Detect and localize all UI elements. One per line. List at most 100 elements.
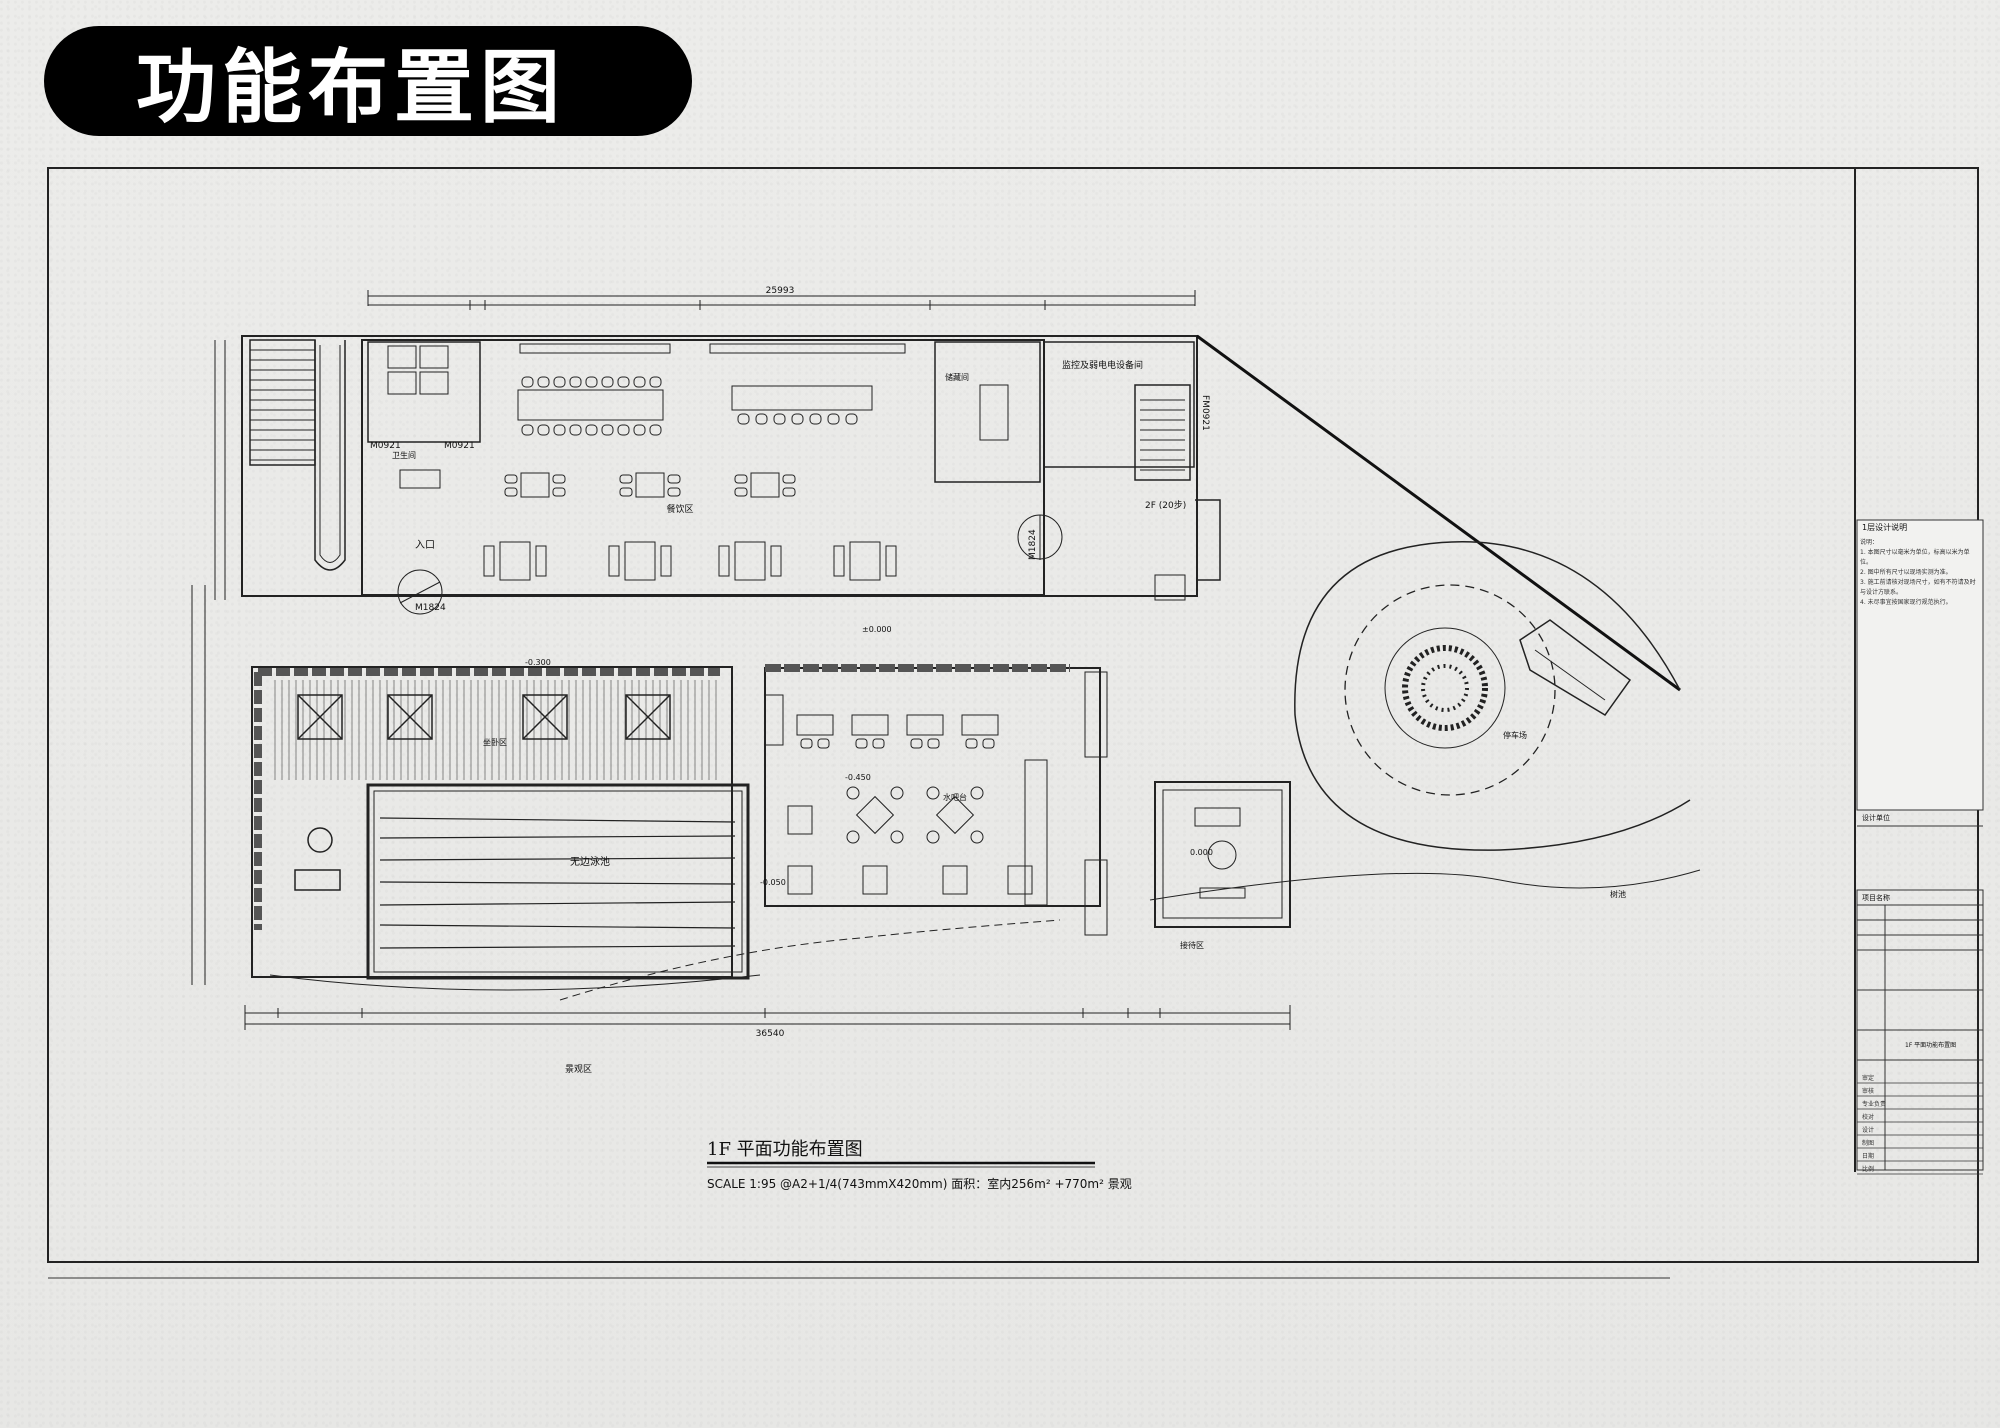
umbrella (387, 694, 433, 740)
chair (521, 424, 534, 436)
chair (585, 424, 598, 436)
notes-title: 1层设计说明 (1862, 522, 1907, 532)
cafe-table (787, 865, 813, 895)
parking-roundabout (1149, 541, 1701, 901)
notes-body: 说明： 1. 本图尺寸以毫米为单位，标高以米为单位。 2. 图中所有尺寸以现场实… (1860, 539, 1976, 606)
chair (773, 413, 786, 425)
chair (737, 413, 750, 425)
label-restroom: 卫生间 (392, 450, 416, 460)
cafe-table (906, 714, 944, 736)
booth-seat (718, 545, 730, 577)
chair (734, 487, 748, 497)
chair (537, 376, 550, 388)
label-dining-area: 餐饮区 (666, 503, 693, 515)
project-label: 项目名称 (1862, 893, 1890, 902)
chair (755, 413, 768, 425)
chair (617, 424, 630, 436)
chair (855, 738, 868, 749)
dining-table (750, 472, 780, 498)
chair (827, 413, 840, 425)
chair (537, 424, 550, 436)
chair (569, 424, 582, 436)
door-tag: M1824 (415, 603, 446, 613)
title-block-row-label: 专业负责 (1862, 1100, 1886, 1108)
chair (846, 786, 860, 800)
bottom-dimension-line (244, 1005, 1291, 1030)
booth-table (849, 541, 881, 581)
chair (734, 474, 748, 484)
cafe-table (851, 714, 889, 736)
chair (926, 786, 940, 800)
umbrella-rib (522, 694, 568, 740)
chair (872, 738, 885, 749)
chair (782, 487, 796, 497)
title-block-row-label: 日期 (1862, 1152, 1874, 1160)
plan-title: 1F 平面功能布置图 (707, 1139, 863, 1160)
chair (504, 474, 518, 484)
umbrella-rib (387, 694, 433, 740)
chair (910, 738, 923, 749)
dining-table (520, 472, 550, 498)
booth-seat (535, 545, 547, 577)
drawing-name: 1F 平面功能布置图 (1905, 1041, 1956, 1049)
chair (667, 487, 681, 497)
umbrella-rib (625, 694, 671, 740)
door-tag: FM0921 (1200, 395, 1210, 431)
label-stairs-2f: 2F (20步) (1145, 500, 1186, 511)
chair (619, 474, 633, 484)
chair (890, 830, 904, 844)
label-equipment: 监控及弱电电设备间 (1062, 359, 1143, 371)
umbrella (522, 694, 568, 740)
label-parking: 停车场 (1503, 730, 1527, 740)
title-banner: 功能布置图 (44, 26, 692, 136)
booth-seat (483, 545, 495, 577)
booth-table (499, 541, 531, 581)
top-dimension-line (367, 290, 1196, 310)
cafe-table (1007, 865, 1033, 895)
title-block-row-label: 审核 (1862, 1087, 1874, 1095)
round-table (855, 795, 895, 835)
booth-seat (770, 545, 782, 577)
chair (617, 376, 630, 388)
chair (649, 376, 662, 388)
chair (619, 487, 633, 497)
label-seating: 坐卧区 (483, 738, 507, 747)
chair (504, 487, 518, 497)
label-storage: 储藏间 (945, 372, 969, 382)
umbrella-rib (297, 694, 343, 740)
chair (569, 376, 582, 388)
cafe-table (942, 865, 968, 895)
chair (970, 786, 984, 800)
chair (552, 474, 566, 484)
chair (553, 424, 566, 436)
door-tag: M0921 (370, 441, 401, 451)
sun-lounger (294, 869, 341, 891)
title-block-row-label: 设计 (1862, 1126, 1874, 1134)
title-block-row-label: 审定 (1862, 1074, 1874, 1082)
chair (846, 830, 860, 844)
upper-building (241, 335, 1221, 615)
title-block-row-label: 制图 (1862, 1139, 1874, 1147)
door-tag: M1824 (1028, 529, 1038, 560)
round-table (935, 795, 975, 835)
plan-scale-line: SCALE 1:95 @A2+1/4(743mmX420mm) 面积：室内256… (707, 1176, 1132, 1191)
chair (965, 738, 978, 749)
label-reception: 接待区 (1180, 940, 1204, 950)
chair (800, 738, 813, 749)
designer-label: 设计单位 (1862, 813, 1890, 822)
level-mark: ±0.000 (862, 625, 892, 634)
chair (926, 830, 940, 844)
umbrella (625, 694, 671, 740)
bottom-overall-dimension: 36540 (756, 1029, 785, 1039)
cafe-table (961, 714, 999, 736)
booth-table (624, 541, 656, 581)
umbrella (297, 694, 343, 740)
lounge-table (307, 827, 333, 853)
chair (633, 376, 646, 388)
booth-table (734, 541, 766, 581)
door-tag: M0921 (444, 441, 475, 451)
chair (782, 474, 796, 484)
chair (927, 738, 940, 749)
level-mark: -0.450 (845, 773, 871, 782)
